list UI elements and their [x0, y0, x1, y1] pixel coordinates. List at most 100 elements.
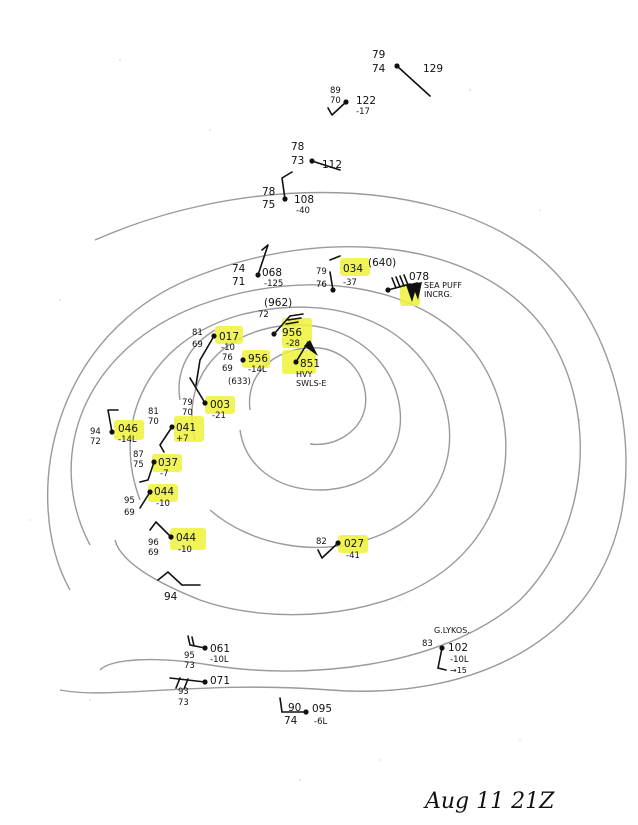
- station-s12-tend: -21: [212, 411, 226, 421]
- station-s20-tend: -10L: [210, 655, 229, 665]
- isobar-outer: [59, 191, 627, 694]
- pressure-633-annotation: (633): [228, 377, 251, 387]
- arrow-15-label: →15: [450, 666, 467, 675]
- pressure-962-annotation: (962): [264, 297, 292, 309]
- station-s14: 94 72 046 -14L: [90, 409, 138, 447]
- station-s6-temp: 79: [316, 267, 327, 277]
- station-s13-tend: +7: [176, 434, 189, 444]
- station-s15: 87 75 037 -7: [133, 450, 178, 483]
- station-s10-pressure: 956: [248, 353, 268, 365]
- station-s1-temp: 79: [372, 49, 385, 61]
- station-s4: 78 75 108 -40: [262, 171, 314, 216]
- station-s5-temp: 74: [232, 263, 246, 275]
- station-s5: 74 71 068 -125: [232, 244, 283, 289]
- station-s15-dew: 75: [133, 460, 144, 470]
- station-s21-pressure: 071: [210, 675, 230, 687]
- station-s15-pressure: 037: [158, 457, 178, 469]
- station-s19: 94: [157, 570, 201, 603]
- station-s8-dew: 69: [192, 340, 203, 350]
- isobar-5: [191, 324, 402, 491]
- station-s10: 76 69 956 -14L (633): [222, 353, 268, 387]
- station-s1-dew: 74: [372, 63, 386, 75]
- pennant-flag-s11: [304, 340, 318, 356]
- station-s16-temp: 95: [124, 496, 135, 506]
- station-s20-pressure: 061: [210, 643, 230, 655]
- hvy-label: HVY: [296, 370, 312, 379]
- station-s4-dew: 75: [262, 199, 275, 211]
- station-s22-tend: -10L: [450, 655, 469, 665]
- station-s9: 72 956 -28 (962): [258, 297, 304, 349]
- station-s20-temp: 95: [184, 651, 195, 661]
- station-s20: 95 73 061 -10L: [184, 635, 230, 671]
- station-s13: 81 70 041 +7: [148, 407, 196, 453]
- station-s6-pressure: 034: [343, 263, 363, 275]
- station-s14-temp: 94: [90, 427, 101, 437]
- date-label: Aug 11 21Z: [423, 789, 555, 814]
- station-s13-temp: 81: [148, 407, 159, 417]
- station-s17-pressure: 044: [176, 532, 196, 544]
- station-name-label: G.LYKOS.: [434, 626, 470, 635]
- station-s22-temp: 83: [422, 639, 433, 649]
- station-s2-dew: 70: [330, 96, 341, 106]
- station-s6-tend: -37: [343, 278, 357, 288]
- station-s10-dew: 69: [222, 364, 233, 374]
- station-s4-temp: 78: [262, 186, 275, 198]
- isobar-2: [46, 246, 581, 672]
- incrg-label: INCRG.: [424, 290, 452, 299]
- station-s9-pressure: 956: [282, 327, 302, 339]
- station-s15-temp: 87: [133, 450, 144, 460]
- station-s15-tend: -7: [160, 469, 168, 479]
- station-s1-pressure: 129: [423, 63, 443, 75]
- station-s8-pressure: 017: [219, 331, 239, 343]
- station-s4-tend: -40: [296, 206, 310, 216]
- station-s4-pressure: 108: [294, 194, 314, 206]
- station-models: 79 74 129 89 70 122 -17 78 73 112 78 75: [90, 49, 470, 727]
- station-s13-dew: 70: [148, 417, 159, 427]
- station-s14-dew: 72: [90, 437, 101, 447]
- station-s18: 82 027 -41: [316, 537, 364, 561]
- station-s20-dew: 73: [184, 661, 195, 671]
- pressure-640-annotation: (640): [368, 257, 396, 269]
- station-s6: 79 76 034 -37 (640): [316, 255, 396, 293]
- station-s9-tend: -28: [286, 339, 300, 349]
- station-s5-dew: 71: [232, 276, 245, 288]
- station-s22-pressure: 102: [448, 642, 468, 654]
- station-s12-pressure: 003: [210, 399, 230, 411]
- station-s5-pressure: 068: [262, 267, 282, 279]
- station-s8: 81 69 017 -10: [192, 328, 239, 386]
- station-s18-pressure: 027: [344, 538, 364, 550]
- station-s12-temp: 79: [182, 398, 193, 408]
- station-s2-pressure: 122: [356, 95, 376, 107]
- station-s7-pressure: 078: [409, 271, 429, 283]
- station-s16-dew: 69: [124, 508, 135, 518]
- isobar-3: [70, 284, 507, 616]
- station-s22: 83 102 -10L G.LYKOS. →15: [422, 626, 470, 675]
- station-s8-tend: -10: [221, 343, 235, 353]
- station-s23-pressure: 095: [312, 703, 332, 715]
- station-s2: 89 70 122 -17: [327, 86, 376, 117]
- station-s19-temp: 94: [164, 591, 178, 603]
- station-s5-tend: -125: [264, 279, 283, 289]
- station-s17-dew: 69: [148, 548, 159, 558]
- station-s2-tend: -17: [356, 107, 370, 117]
- station-s10-temp: 76: [222, 353, 233, 363]
- station-s7: 078 SEA PUFF INCRG.: [385, 271, 462, 302]
- station-s16-pressure: 044: [154, 486, 174, 498]
- station-s23-tend: -6L: [314, 717, 327, 727]
- station-s18-tend: -41: [346, 551, 360, 561]
- sea-puff-label: SEA PUFF: [424, 281, 462, 290]
- station-s3-dew: 73: [291, 155, 304, 167]
- station-s23: 90 74 095 -6L: [279, 697, 332, 727]
- isobar-partial-inner: [178, 329, 216, 401]
- station-s10-tend: -14L: [248, 365, 267, 375]
- station-s1: 79 74 129: [372, 49, 443, 97]
- station-s16: 95 69 044 -10: [124, 486, 174, 518]
- station-s3-pressure: 112: [322, 159, 342, 171]
- station-s14-pressure: 046: [118, 423, 138, 435]
- pennant-flags: [406, 282, 422, 302]
- station-s11: 851 HVY SWLS-E: [293, 340, 326, 388]
- station-s21: 93 73 071: [169, 675, 230, 708]
- station-s2-temp: 89: [330, 86, 341, 96]
- station-s3-temp: 78: [291, 141, 304, 153]
